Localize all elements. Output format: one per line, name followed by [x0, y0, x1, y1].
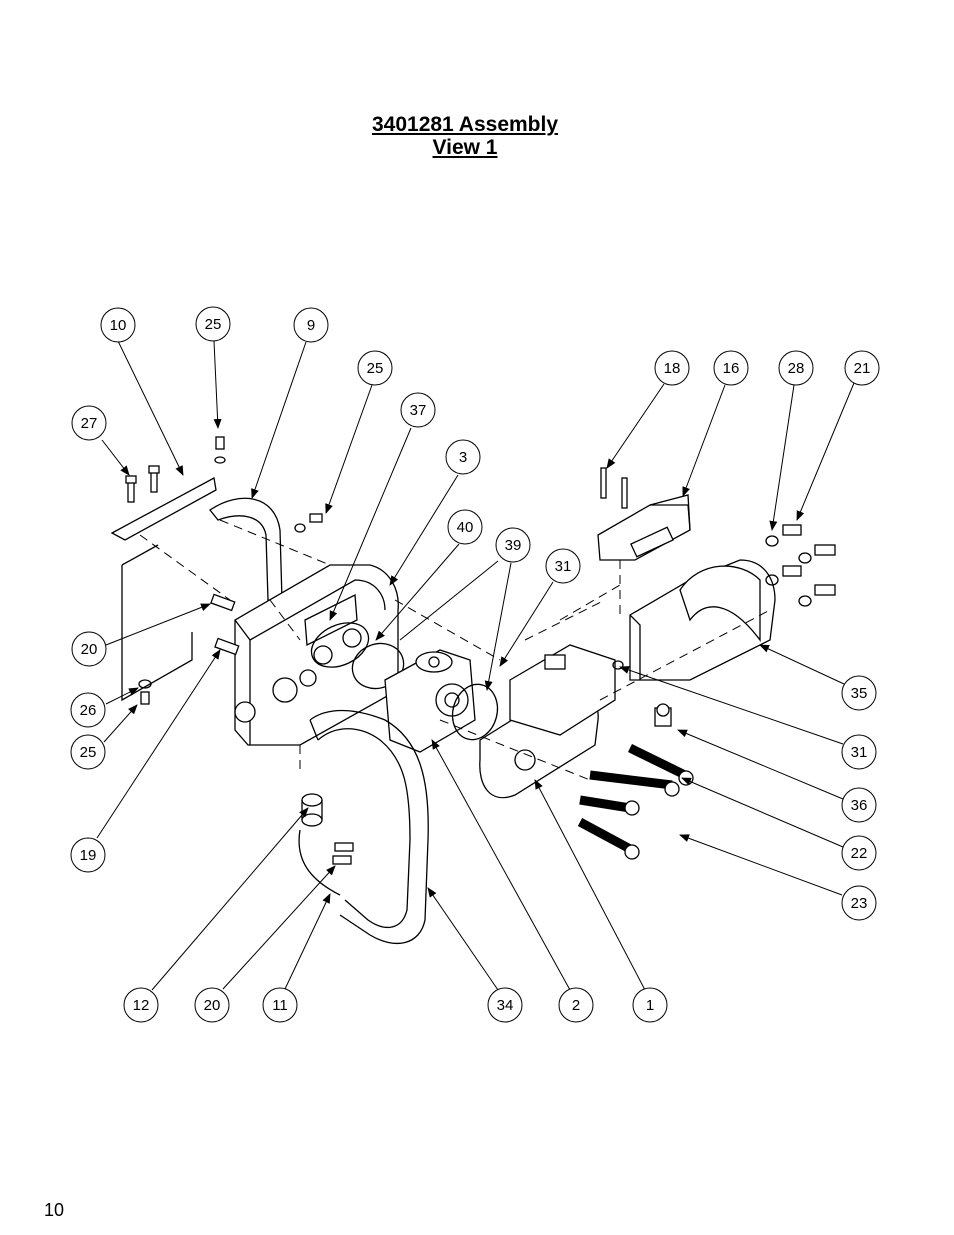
callout-circle: [100, 307, 136, 343]
callout-c21: 36: [841, 787, 877, 823]
callout-circle: [841, 787, 877, 823]
callout-c19: 35: [841, 675, 877, 711]
callout-number: 20: [81, 641, 98, 658]
callout-circle: [558, 987, 594, 1023]
callout-c8: 40: [447, 509, 483, 545]
callout-number: 20: [204, 997, 221, 1014]
callout-number: 11: [272, 997, 288, 1014]
callout-c9: 39: [495, 527, 531, 563]
callout-number: 26: [80, 702, 97, 719]
callout-number: 37: [410, 402, 427, 419]
callout-circle: [400, 392, 436, 428]
callout-c28: 2: [558, 987, 594, 1023]
callout-c29: 1: [632, 987, 668, 1023]
assembly-drawing: [110, 436, 836, 944]
callout-circle: [445, 439, 481, 475]
callout-c1: 10: [100, 307, 136, 343]
callout-circle: [841, 734, 877, 770]
callout-number: 40: [457, 519, 474, 536]
callout-c10: 31: [545, 548, 581, 584]
page-number: 10: [44, 1200, 65, 1220]
assembly-centerlines: [139, 519, 771, 781]
callout-c20: 31: [841, 734, 877, 770]
callout-circle: [841, 885, 877, 921]
callout-c23: 23: [841, 885, 877, 921]
callout-c26: 11: [262, 987, 298, 1023]
callout-number: 25: [80, 744, 97, 761]
callout-number: 23: [851, 895, 868, 912]
callout-number: 25: [205, 316, 222, 333]
callout-number: 12: [133, 997, 150, 1014]
callout-number: 36: [851, 797, 868, 814]
callout-number: 39: [505, 537, 522, 554]
callout-circle: [841, 835, 877, 871]
callout-c24: 12: [123, 987, 159, 1023]
callout-c4: 25: [357, 350, 393, 386]
callout-number: 28: [788, 360, 805, 377]
callout-circle: [70, 734, 106, 770]
callout-circle: [447, 509, 483, 545]
callout-c11: 18: [654, 350, 690, 386]
callout-c13: 28: [778, 350, 814, 386]
callout-number: 31: [851, 744, 868, 761]
callout-circle: [778, 350, 814, 386]
callout-number: 27: [81, 415, 98, 432]
callout-c22: 22: [841, 835, 877, 871]
callout-number: 2: [572, 997, 580, 1014]
callout-c27: 34: [487, 987, 523, 1023]
callout-circle: [70, 692, 106, 728]
callout-c14: 21: [844, 350, 880, 386]
callout-circle: [194, 987, 230, 1023]
callout-circle: [841, 675, 877, 711]
callout-number: 9: [307, 317, 315, 334]
callout-number: 21: [854, 360, 871, 377]
callout-number: 31: [555, 558, 572, 575]
callout-circle: [123, 987, 159, 1023]
callout-circle: [357, 350, 393, 386]
callout-circle: [71, 631, 107, 667]
callout-c3: 9: [293, 307, 329, 343]
callout-c12: 16: [713, 350, 749, 386]
callout-circle: [713, 350, 749, 386]
callout-number: 18: [664, 360, 681, 377]
callout-number: 22: [851, 845, 868, 862]
callout-circle: [293, 307, 329, 343]
callout-circle: [654, 350, 690, 386]
callout-c2: 25: [195, 306, 231, 342]
callout-circle: [262, 987, 298, 1023]
callout-circle: [632, 987, 668, 1023]
callout-number: 34: [497, 997, 514, 1014]
leader-lines: [96, 340, 855, 991]
callout-number: 35: [851, 685, 868, 702]
callout-c17: 25: [70, 734, 106, 770]
callout-circle: [545, 548, 581, 584]
callout-number: 16: [723, 360, 740, 377]
callout-circle: [487, 987, 523, 1023]
callout-c6: 27: [71, 405, 107, 441]
assembly-title: 3401281 Assembly: [371, 113, 559, 136]
callout-c16: 26: [70, 692, 106, 728]
callout-circle: [71, 405, 107, 441]
callout-number: 3: [459, 449, 467, 466]
callout-number: 1: [646, 997, 654, 1014]
callout-c25: 20: [194, 987, 230, 1023]
view-subtitle: View 1: [432, 136, 498, 159]
callout-number: 10: [110, 317, 127, 334]
callout-number: 19: [80, 847, 97, 864]
callout-number: 25: [367, 360, 384, 377]
callout-c18: 19: [70, 837, 106, 873]
callout-circle: [495, 527, 531, 563]
callout-c15: 20: [71, 631, 107, 667]
callout-c7: 3: [445, 439, 481, 475]
callout-circle: [195, 306, 231, 342]
callout-c5: 37: [400, 392, 436, 428]
callout-circle: [70, 837, 106, 873]
callout-circle: [844, 350, 880, 386]
